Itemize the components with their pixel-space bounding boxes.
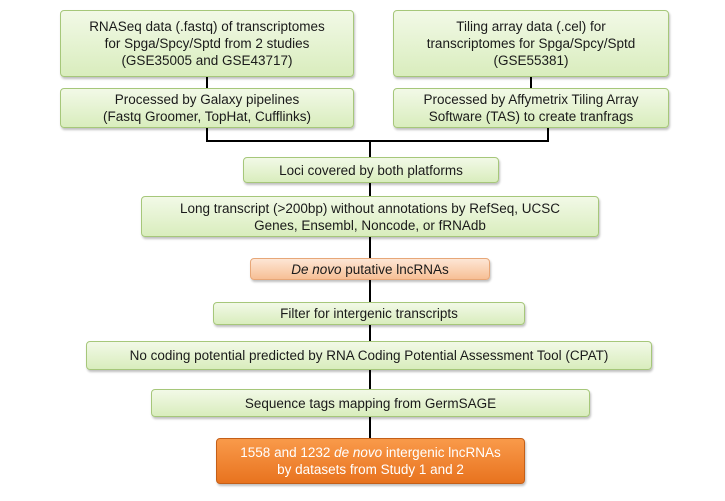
rnaseq-data-box: RNASeq data (.fastq) of transcriptomes f…: [60, 10, 354, 77]
box-line: (GSE55381): [493, 53, 569, 68]
box-line: No coding potential predicted by RNA Cod…: [129, 348, 609, 363]
box-line: Processed by Galaxy pipelines: [114, 92, 300, 107]
box-line: RNASeq data (.fastq) of transcriptomes: [89, 19, 325, 34]
box-line: (GSE35005 and GSE43717): [121, 53, 293, 68]
box-line: Tiling array data (.cel) for: [456, 19, 606, 34]
box-line: Sequence tags mapping from GermSAGE: [244, 395, 497, 411]
cpat-box: No coding potential predicted by RNA Cod…: [86, 341, 652, 370]
box-line: (Fastq Groomer, TopHat, Cufflinks): [102, 109, 312, 124]
box-line: by datasets from Study 1 and 2: [277, 462, 464, 477]
germsage-box: Sequence tags mapping from GermSAGE: [151, 389, 590, 417]
loci-both-platforms-box: Loci covered by both platforms: [243, 157, 499, 183]
box-line: 1558 and 1232 de novo intergenic lncRNAs: [240, 445, 501, 460]
intergenic-filter-box: Filter for intergenic transcripts: [213, 302, 525, 325]
box-line: Genes, Ensembl, Noncode, or fRNAdb: [254, 217, 486, 233]
tiling-array-data-box: Tiling array data (.cel) for transcripto…: [393, 10, 669, 77]
long-transcript-box: Long transcript (>200bp) without annotat…: [141, 196, 599, 237]
box-line: for Spga/Spcy/Sptd from 2 studies: [104, 36, 310, 51]
box-line: transcriptomes for Spga/Spcy/Sptd: [426, 36, 636, 51]
box-line: Processed by Affymetrix Tiling Array: [423, 92, 639, 107]
box-line: Filter for intergenic transcripts: [280, 306, 458, 321]
galaxy-pipelines-box: Processed by Galaxy pipelines (Fastq Gro…: [60, 88, 354, 128]
box-line: Long transcript (>200bp) without annotat…: [179, 200, 561, 216]
affymetrix-tas-box: Processed by Affymetrix Tiling Array Sof…: [393, 88, 669, 128]
box-line: Loci covered by both platforms: [279, 162, 463, 178]
final-lncrna-result-box: 1558 and 1232 de novo intergenic lncRNAs…: [216, 438, 525, 484]
denovo-putative-lncrnas-box: De novo putative lncRNAs: [250, 258, 490, 280]
box-line: De novo putative lncRNAs: [291, 261, 449, 277]
box-line: Software (TAS) to create tranfrags: [428, 109, 634, 124]
